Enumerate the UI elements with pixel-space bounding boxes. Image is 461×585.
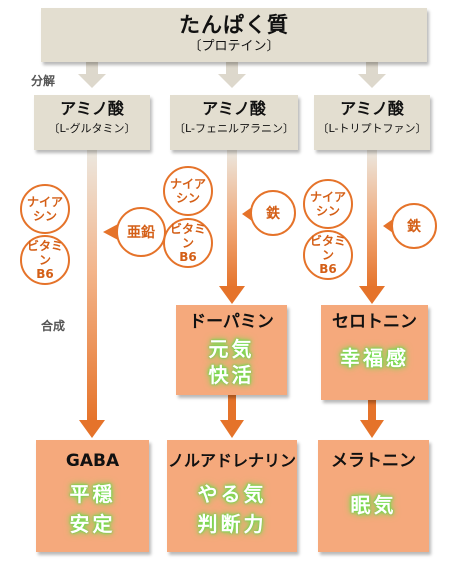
pointer-zinc	[103, 224, 118, 240]
arrowhead-serotonin	[359, 286, 385, 304]
melatonin-box: メラトニン 眠気	[318, 440, 429, 552]
gaba-box: GABA 平穏 安定	[36, 440, 149, 552]
melatonin-effect-1: 眠気	[350, 493, 397, 517]
gaba-effect-1: 平穏	[69, 482, 116, 506]
amino-acid-box-phenylalanine: アミノ酸 〔L-フェニルアラニン〕	[170, 95, 298, 150]
amino-acid-subtitle: 〔L-トリプトファン〕	[317, 122, 427, 135]
amino-acid-title: アミノ酸	[202, 99, 266, 118]
dopamine-box: ドーパミン 元気 快活	[176, 305, 287, 395]
vitamin-circle-niacin-2: ナイア シン	[163, 166, 213, 216]
dopamine-effect-2: 快活	[208, 363, 255, 387]
label-bunkai: 分解	[31, 74, 56, 88]
noradrenaline-title: ノルアドレナリン	[167, 451, 296, 470]
amino-acid-box-tryptophan: アミノ酸 〔L-トリプトファン〕	[314, 95, 430, 150]
label-gousei: 合成	[41, 319, 66, 333]
protein-box: たんぱく質 〔プロテイン〕	[41, 8, 427, 62]
arrowhead-gaba	[79, 420, 105, 438]
beige-arrow-3	[358, 62, 386, 88]
amino-acid-subtitle: 〔L-グルタミン〕	[48, 122, 136, 135]
shaft-melatonin	[368, 400, 376, 424]
beige-arrow-2	[218, 62, 246, 88]
shaft-gaba	[87, 150, 97, 422]
amino-acid-title: アミノ酸	[340, 99, 404, 118]
mineral-circle-iron-1: 鉄	[250, 190, 296, 236]
pointer-iron2	[383, 219, 393, 233]
melatonin-title: メラトニン	[331, 451, 416, 471]
noradrenaline-effect-1: やる気	[197, 482, 267, 506]
protein-subtitle: 〔プロテイン〕	[188, 39, 280, 54]
noradrenaline-box: ノルアドレナリン やる気 判断力	[167, 440, 297, 552]
arrowhead-noradrenaline	[220, 420, 244, 438]
gaba-title: GABA	[65, 451, 120, 471]
vitamin-circle-niacin-1: ナイア シン	[20, 184, 70, 234]
protein-title: たんぱく質	[179, 13, 289, 37]
shaft-noradrenaline	[228, 395, 236, 423]
mineral-circle-iron-2: 鉄	[391, 203, 437, 249]
shaft-dopamine	[227, 150, 237, 288]
beige-arrow-1	[78, 62, 106, 88]
amino-acid-box-glutamine: アミノ酸 〔L-グルタミン〕	[34, 95, 150, 150]
dopamine-effect-1: 元気	[208, 337, 255, 361]
shaft-serotonin	[367, 150, 377, 288]
mineral-circle-zinc: 亜鉛	[116, 207, 166, 257]
vitamin-circle-b6-1: ビタミン B6	[20, 235, 70, 285]
dopamine-title: ドーパミン	[189, 312, 274, 332]
arrowhead-melatonin	[360, 420, 384, 438]
vitamin-circle-b6-3: ビタミン B6	[303, 230, 353, 280]
serotonin-box: セロトニン 幸福感	[321, 305, 428, 400]
gaba-effect-2: 安定	[69, 512, 116, 536]
amino-acid-subtitle: 〔L-フェニルアラニン〕	[174, 122, 294, 135]
serotonin-effect-1: 幸福感	[340, 346, 409, 370]
vitamin-circle-b6-2: ビタミン B6	[163, 218, 213, 268]
pointer-iron1	[242, 207, 252, 221]
noradrenaline-effect-2: 判断力	[197, 512, 267, 536]
arrowhead-dopamine	[219, 286, 245, 304]
amino-acid-title: アミノ酸	[60, 99, 124, 118]
vitamin-circle-niacin-3: ナイア シン	[303, 179, 353, 229]
serotonin-title: セロトニン	[332, 312, 417, 332]
